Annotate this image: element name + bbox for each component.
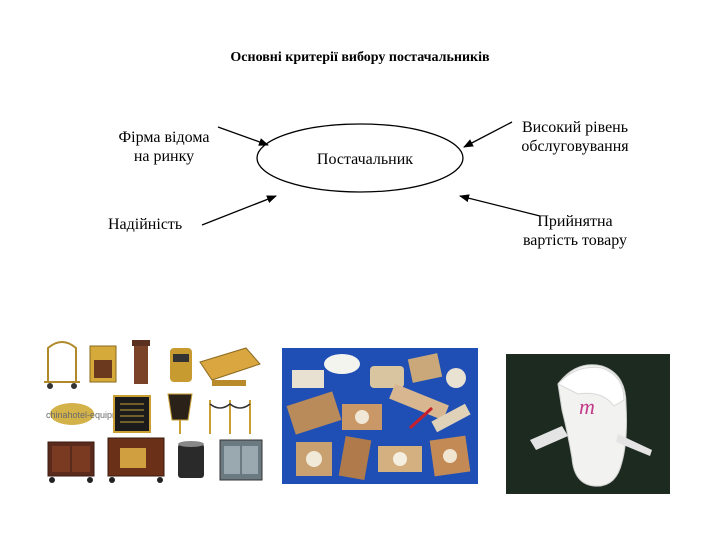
criterion-acceptable-price: Прийнятна вартість товару (505, 212, 645, 250)
page-title: Основні критерії вибору постачальників (230, 50, 490, 65)
criterion-acceptable-price-line1: Прийнятна (537, 213, 613, 230)
equipment-watermark: chinahotel-equipment.com (46, 410, 152, 420)
arrow-bottom-right (459, 194, 541, 217)
criterion-known-firm: Фірма відома на ринку (104, 128, 224, 166)
center-supplier-label: Постачальник (316, 151, 414, 168)
criterion-service-level-line2: обслуговування (521, 138, 629, 155)
criterion-service-level: Високий рівень обслуговування (500, 118, 650, 156)
supplier-ellipse (256, 123, 464, 193)
criterion-known-firm-line2: на ринку (133, 148, 195, 165)
criterion-acceptable-price-line2: вартість товару (522, 232, 628, 249)
hotel-equipment-photo: chinahotel-equipment.com (40, 334, 266, 492)
slipper-logo: m (579, 394, 595, 419)
criterion-known-firm-line1: Фірма відома (118, 129, 210, 146)
arrow-top-right (463, 121, 513, 148)
hotel-slipper-photo: m (506, 354, 670, 494)
criterion-reliability: Надійність (108, 216, 183, 233)
hotel-amenities-photo (282, 348, 478, 484)
supplier-criteria-diagram (201, 121, 541, 226)
criterion-service-level-line1: Високий рівень (521, 119, 629, 136)
arrow-bottom-left (201, 195, 277, 226)
arrow-top-left (217, 126, 269, 146)
